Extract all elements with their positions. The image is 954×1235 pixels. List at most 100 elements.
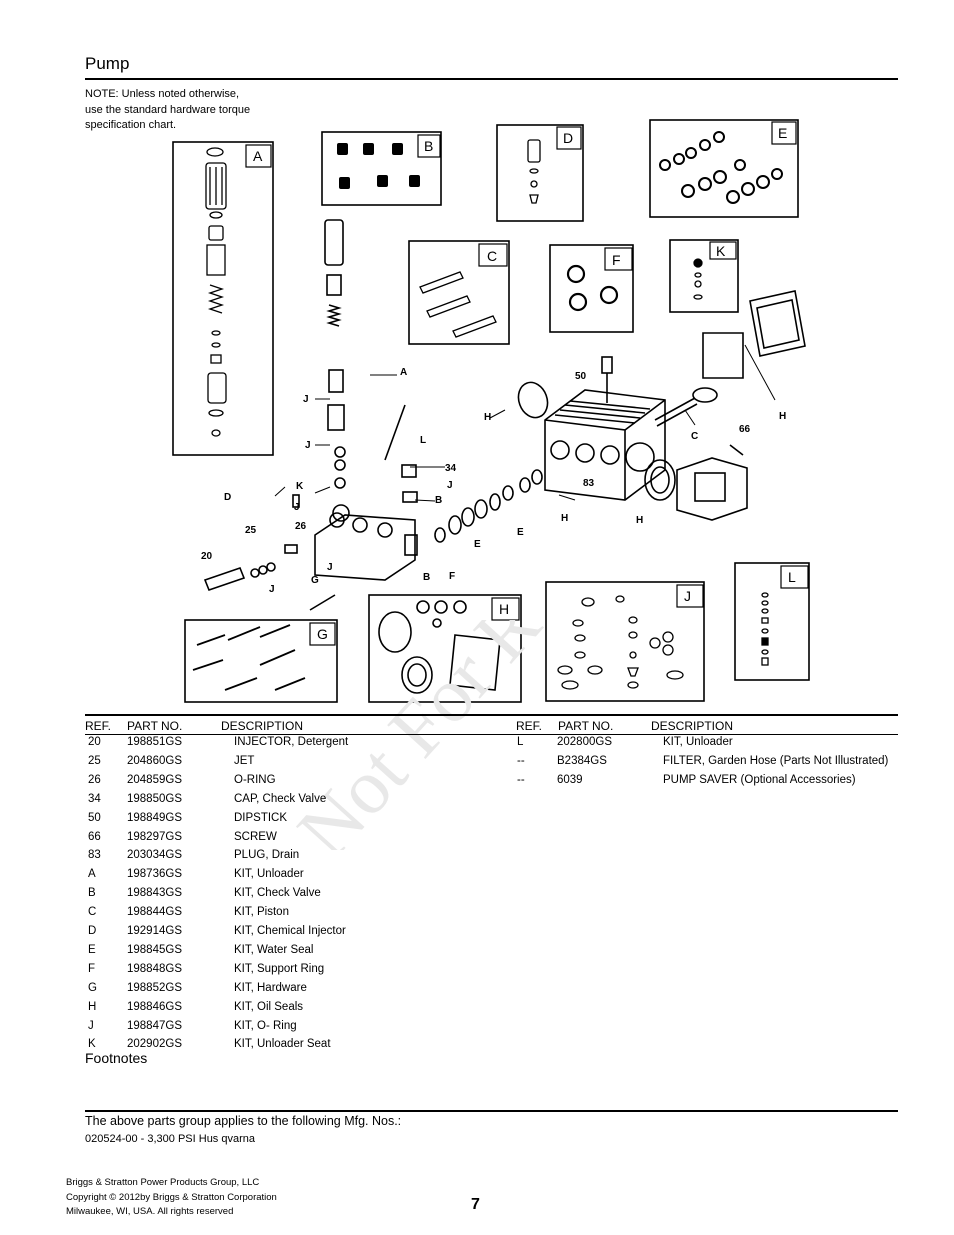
ref-cell: 83 <box>88 849 101 862</box>
svg-text:G: G <box>317 626 328 642</box>
part-number-cell: 203034GS <box>127 849 182 862</box>
description-cell: O-RING <box>234 773 276 786</box>
description-cell: INJECTOR, Detergent <box>234 736 349 748</box>
svg-text:J: J <box>305 440 311 451</box>
svg-text:K: K <box>716 243 726 259</box>
svg-text:C: C <box>691 431 698 442</box>
svg-text:20: 20 <box>201 551 213 562</box>
description-cell: SCREW <box>234 830 277 843</box>
part-number-cell: 198849GS <box>127 811 182 824</box>
header-ref-left: REF. <box>85 719 112 733</box>
table-header-rule <box>85 734 898 735</box>
part-number-cell: 204860GS <box>127 754 182 767</box>
part-number-cell: 198847GS <box>127 1019 182 1032</box>
description-cell: PUMP SAVER (Optional Accessories) <box>663 773 856 786</box>
svg-text:66: 66 <box>739 424 751 435</box>
svg-text:H: H <box>779 411 786 422</box>
svg-text:L: L <box>788 569 796 585</box>
torque-note: NOTE: Unless noted otherwise, use the st… <box>85 87 285 134</box>
svg-text:K: K <box>296 481 304 492</box>
ref-cell: H <box>88 1000 97 1013</box>
description-cell: KIT, Unloader Seat <box>234 1038 331 1051</box>
company-info: Briggs & Stratton Power Products Group, … <box>66 1176 277 1220</box>
ref-cell: D <box>88 925 97 937</box>
svg-text:26: 26 <box>295 521 307 532</box>
kit-box-c <box>408 240 510 345</box>
part-number-cell: 198844GS <box>127 906 182 919</box>
kit-box-d <box>496 124 584 222</box>
section-title: Pump <box>85 54 130 73</box>
svg-text:L: L <box>420 435 426 446</box>
part-number-cell: B2384GS <box>557 754 607 767</box>
svg-text:C: C <box>487 248 497 264</box>
ref-cell: 25 <box>88 754 101 767</box>
kit-box-j <box>545 581 705 702</box>
company-line: Copyright © 2012by Briggs & Stratton Cor… <box>66 1191 277 1203</box>
note-line: NOTE: Unless noted otherwise, <box>85 88 240 100</box>
svg-text:A: A <box>400 367 407 378</box>
part-number-cell: 202902GS <box>127 1038 182 1051</box>
ref-cell: -- <box>517 773 525 786</box>
ref-cell: 50 <box>88 811 101 824</box>
svg-text:E: E <box>517 527 524 538</box>
part-number-cell: 202800GS <box>557 736 612 748</box>
svg-text:A: A <box>253 148 263 164</box>
kit-box-h <box>368 594 522 703</box>
description-cell: JET <box>234 754 255 767</box>
svg-text:50: 50 <box>575 371 587 382</box>
kit-box-b <box>321 131 442 206</box>
svg-text:D: D <box>563 130 573 146</box>
ref-cell: E <box>88 943 96 956</box>
svg-text:F: F <box>612 252 621 268</box>
ref-cell: 34 <box>88 792 101 805</box>
table-top-rule <box>85 714 898 716</box>
description-cell: KIT, Chemical Injector <box>234 925 346 937</box>
bottom-rule <box>85 1110 898 1112</box>
svg-text:34: 34 <box>445 463 457 474</box>
header-ref-right: REF. <box>516 719 543 733</box>
note-line: specification chart. <box>85 119 177 131</box>
header-partno-right: PART NO. <box>558 719 614 733</box>
company-line: Briggs & Stratton Power Products Group, … <box>66 1177 260 1188</box>
description-cell: KIT, Hardware <box>234 981 307 994</box>
note-line: use the standard hardware torque <box>85 103 251 116</box>
ref-cell: F <box>88 962 96 975</box>
header-description-left: DESCRIPTION <box>221 719 304 733</box>
svg-text:H: H <box>484 412 491 423</box>
kit-box-g <box>184 619 338 703</box>
ref-cell: C <box>88 906 97 919</box>
ref-cell: K <box>88 1038 96 1051</box>
svg-text:H: H <box>561 513 568 524</box>
part-number-cell: 198852GS <box>127 981 182 994</box>
part-number-cell: 192914GS <box>127 925 182 937</box>
svg-text:25: 25 <box>245 525 257 536</box>
description-cell: KIT, Unloader <box>663 736 733 748</box>
part-number-cell: 198846GS <box>127 1000 182 1013</box>
description-cell: KIT, Oil Seals <box>234 1000 304 1013</box>
svg-text:J: J <box>447 480 453 491</box>
part-number-cell: 6039 <box>557 773 583 786</box>
part-number-cell: 198850GS <box>127 792 182 805</box>
part-number-cell: 198297GS <box>127 830 182 843</box>
part-number-cell: 198843GS <box>127 887 182 900</box>
description-cell: KIT, O- Ring <box>234 1019 297 1032</box>
kit-box-e <box>649 119 799 218</box>
svg-text:J: J <box>327 562 333 573</box>
svg-text:J: J <box>684 588 691 604</box>
svg-text:H: H <box>499 601 509 617</box>
pump-diagram-drawing: A B D E C F K G H J L <box>172 119 810 703</box>
svg-text:G: G <box>311 575 319 586</box>
ref-cell: B <box>88 887 96 900</box>
part-number-cell: 204859GS <box>127 773 182 786</box>
svg-text:E: E <box>778 125 787 141</box>
ref-cell: J <box>88 1019 94 1032</box>
description-cell: DIPSTICK <box>234 811 288 824</box>
kit-box-l <box>734 562 810 681</box>
svg-text:B: B <box>423 572 430 583</box>
svg-text:B: B <box>435 495 442 506</box>
header-partno-left: PART NO. <box>127 719 183 733</box>
part-number-cell: 198848GS <box>127 962 182 975</box>
kit-box-k <box>669 239 739 313</box>
kit-box-a <box>172 141 274 456</box>
svg-text:J: J <box>269 584 275 595</box>
